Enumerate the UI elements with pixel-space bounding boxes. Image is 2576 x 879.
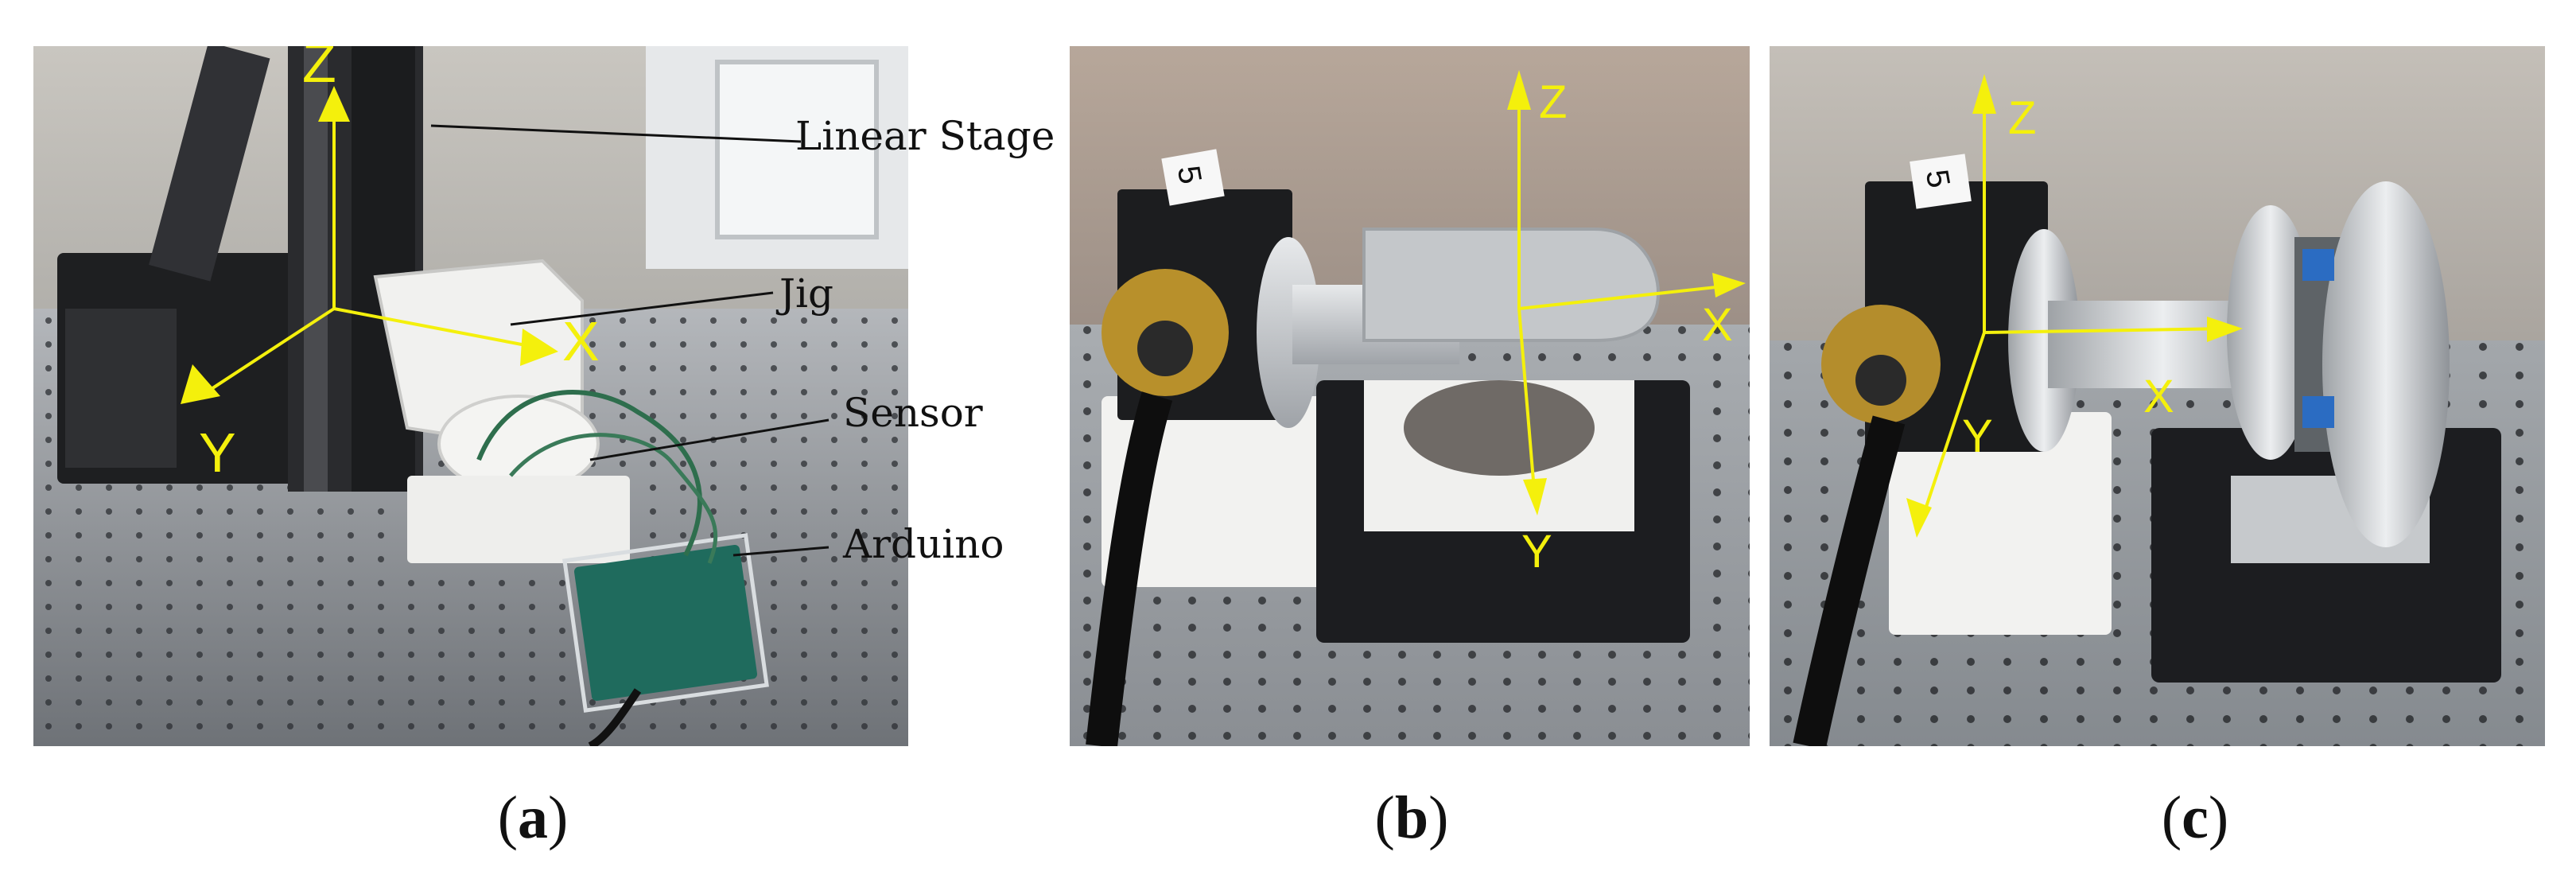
callout-line-jig (510, 291, 774, 326)
axis-y-line (199, 307, 336, 398)
axis-y-line (1919, 332, 1986, 524)
caption-c-letter: c (2182, 784, 2209, 851)
sensor-chip-bottom (2302, 396, 2334, 428)
axis-x-line (1518, 283, 1739, 310)
arduino-case (562, 533, 769, 713)
photo-c-illustration: 5 Z X Y (1770, 46, 2545, 746)
axis-z-label: Z (1539, 76, 1567, 128)
callout-line-sensor (589, 418, 830, 461)
axis-x-arrow (520, 329, 558, 366)
callout-arduino: Arduino (843, 521, 1004, 567)
caption-c: (c) (2161, 784, 2229, 851)
callout-linear-stage: Linear Stage (795, 113, 1055, 159)
axis-y-arrow (1523, 478, 1547, 515)
caption-b-letter: b (1394, 784, 1429, 851)
axis-z-arrow (1507, 70, 1531, 110)
callout-line-arduino (732, 546, 830, 557)
caption-a-letter: a (518, 784, 548, 851)
axis-x-label: X (562, 310, 600, 372)
axis-y-label: Y (1521, 526, 1552, 578)
cable (1793, 415, 1906, 746)
sensor-plate (407, 476, 630, 563)
axis-z-label: Z (2008, 92, 2036, 144)
photo-panel-b: 5 Z X Y (1070, 46, 1750, 746)
caption-b: (b) (1374, 784, 1449, 851)
axis-x-label: X (2143, 371, 2174, 422)
motor-shaft-cap (1855, 355, 1906, 406)
axis-z-label: Z (302, 46, 336, 94)
motor-mount-white (1889, 412, 2112, 635)
motor-label (1910, 154, 1972, 209)
axis-z-arrow (318, 86, 350, 122)
stage-arm (149, 46, 270, 282)
axis-y-label: Y (1962, 410, 1993, 462)
motor-label (1161, 149, 1225, 206)
photo-a-illustration: Z X Y (33, 46, 908, 746)
axis-x-arrow (2207, 317, 2243, 342)
axis-x-line (333, 307, 543, 350)
callout-line-linear-stage (430, 124, 802, 143)
sensor (1404, 380, 1595, 476)
large-disk (2322, 181, 2450, 547)
motor-shaft-cap (1137, 321, 1193, 376)
photo-panel-a: Z X Y (33, 46, 908, 746)
axis-x-label: X (1702, 299, 1733, 351)
callout-jig: Jig (779, 270, 834, 317)
caption-a: (a) (497, 784, 569, 851)
axis-y-line (1517, 308, 1537, 500)
axis-x-arrow (1712, 273, 1746, 298)
axis-y-label: Y (199, 422, 236, 484)
stage-base-face (65, 309, 177, 468)
sensor-chip-top (2302, 249, 2334, 281)
load-arm (1362, 228, 1661, 342)
cable (1086, 391, 1173, 746)
callout-sensor: Sensor (843, 390, 983, 436)
usb-cable (588, 688, 642, 746)
axis-z-arrow (1972, 74, 1996, 114)
sensor-wires-2 (509, 433, 718, 564)
motor-mount-white (1102, 396, 1356, 587)
rotary-disk (2008, 229, 2080, 452)
photo-b-illustration: 5 Z X Y (1070, 46, 1750, 746)
photo-panel-c: 5 Z X Y (1770, 46, 2545, 746)
axis-y-arrow (181, 364, 220, 404)
axis-x-line (1983, 327, 2232, 334)
axis-y-arrow (1906, 498, 1932, 538)
window-frame (715, 60, 879, 239)
arduino-board (573, 544, 758, 702)
sensor-ring (2227, 205, 2314, 460)
